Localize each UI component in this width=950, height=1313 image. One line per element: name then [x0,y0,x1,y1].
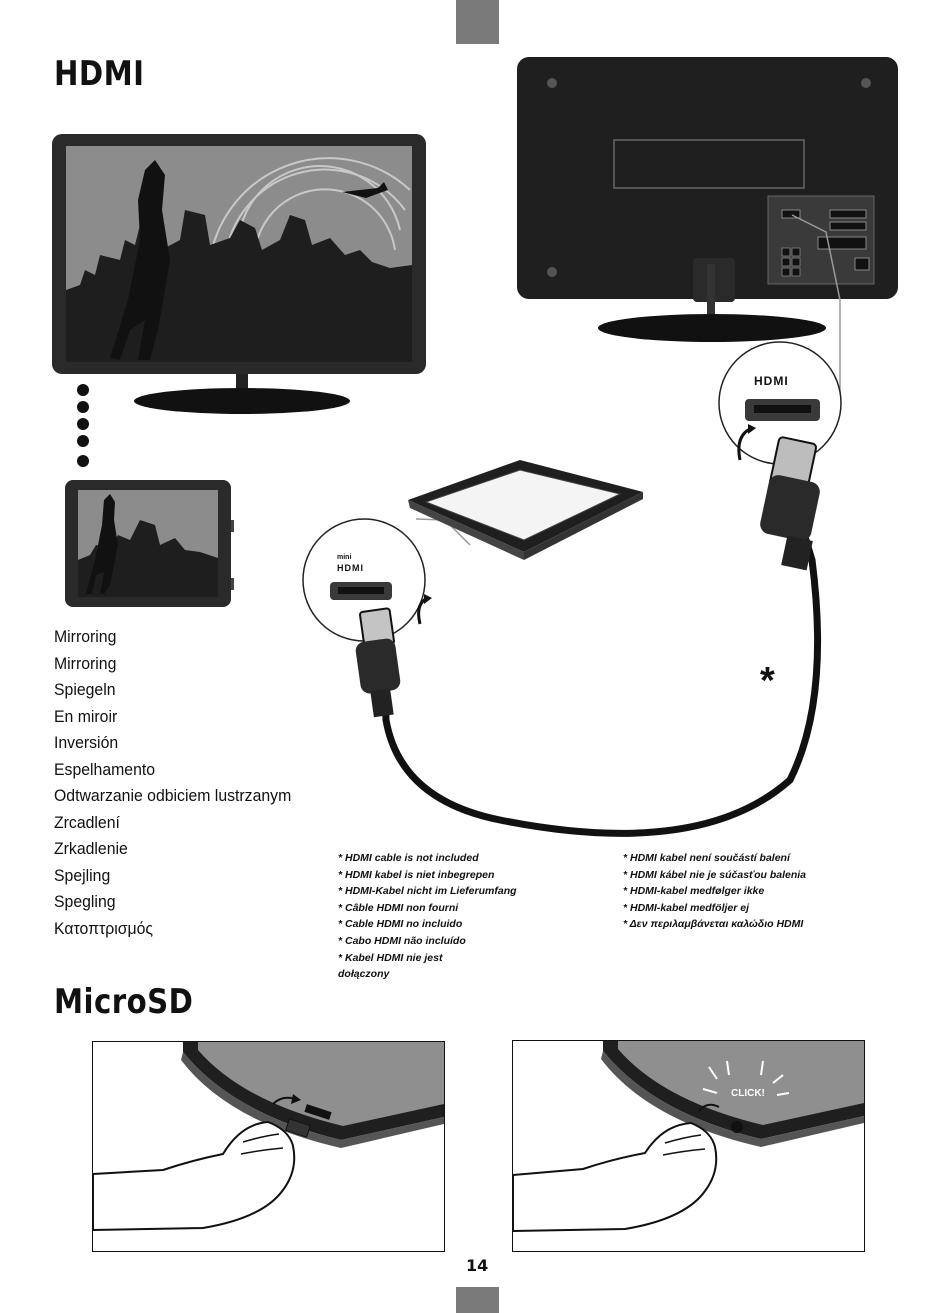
cable-note: * HDMI kabel není součástí balení [623,852,790,864]
mirror-label: Spegling [54,892,116,911]
microsd-section-title: MicroSD [54,982,194,1022]
mini-prefix-label: mini [337,554,352,561]
mirror-label: Zrkadlenie [54,839,128,858]
page-tab-marker-bottom [456,1287,499,1313]
cable-note: * Cable HDMI no incluido [338,918,463,931]
mini-hdmi-port-zoom-icon [302,518,432,642]
microsd-click-panel: CLICK! [512,1040,865,1252]
mirror-label: Zrcadlení [54,812,120,832]
click-label: CLICK! [731,1088,765,1099]
cable-note: * HDMI kábel nie je súčasťou balenia [623,868,807,881]
tablet-front-icon [65,480,234,607]
hdmi-cable-icon [355,436,822,837]
mirror-label: Spiegeln [54,680,116,699]
hdmi-section-title: HDMI [54,54,145,94]
cable-notes-left: * HDMI cable is not included * HDMI kabe… [338,850,578,983]
page-number: 14 [466,1256,489,1275]
mirror-label: Espelhamento [54,759,156,779]
cable-note: * Cabo HDMI não incluído [338,934,466,947]
mini-hdmi-logo-label: mini HDMI [337,553,364,573]
page-tab-marker-top [456,0,499,44]
cable-note: * HDMI-Kabel nicht im Lieferumfang [338,885,517,898]
microsd-insert-illustration [93,1042,444,1232]
cable-note: * HDMI-kabel medfølger ikke [623,885,765,898]
microsd-insert-panel [92,1041,445,1252]
mirroring-label-list: Mirroring Mirroring Spiegeln En miroir I… [54,624,309,942]
tv-front-icon [52,134,426,414]
cable-note: * HDMI cable is not included [338,852,479,864]
cable-notes-right: * HDMI kabel není součástí balení * HDMI… [623,850,893,933]
cable-note: * Câble HDMI non fourni [338,901,459,914]
cable-not-included-asterisk: * [760,660,775,702]
microsd-click-illustration [513,1041,864,1233]
mirror-label: Κατοπτρισμός [54,918,154,938]
mini-hdmi-text: HDMI [337,563,364,573]
cable-note: * Kabel HDMI nie jest dołączony [338,951,443,981]
tablet-device-icon [408,460,643,560]
mirror-label: En miroir [54,706,118,726]
cable-note: * HDMI kabel is niet inbegrepen [338,868,495,881]
mirror-label: Mirroring [54,653,117,673]
mirror-label: Spejling [54,865,111,885]
mirror-label: Inversión [54,733,119,752]
tv-back-icon [517,57,898,342]
hdmi-port-zoom-icon [718,341,842,465]
cable-note: * Δεν περιλαμβάνεται καλώδιο HDMI [623,918,804,931]
mirroring-dots-icon [77,384,89,467]
hdmi-logo-label: HDMI [754,374,789,388]
mirror-label: Mirroring [54,627,117,646]
mirror-label: Odtwarzanie odbiciem lustrzanym [54,786,292,805]
cable-note: * HDMI-kabel medföljer ej [623,901,750,914]
